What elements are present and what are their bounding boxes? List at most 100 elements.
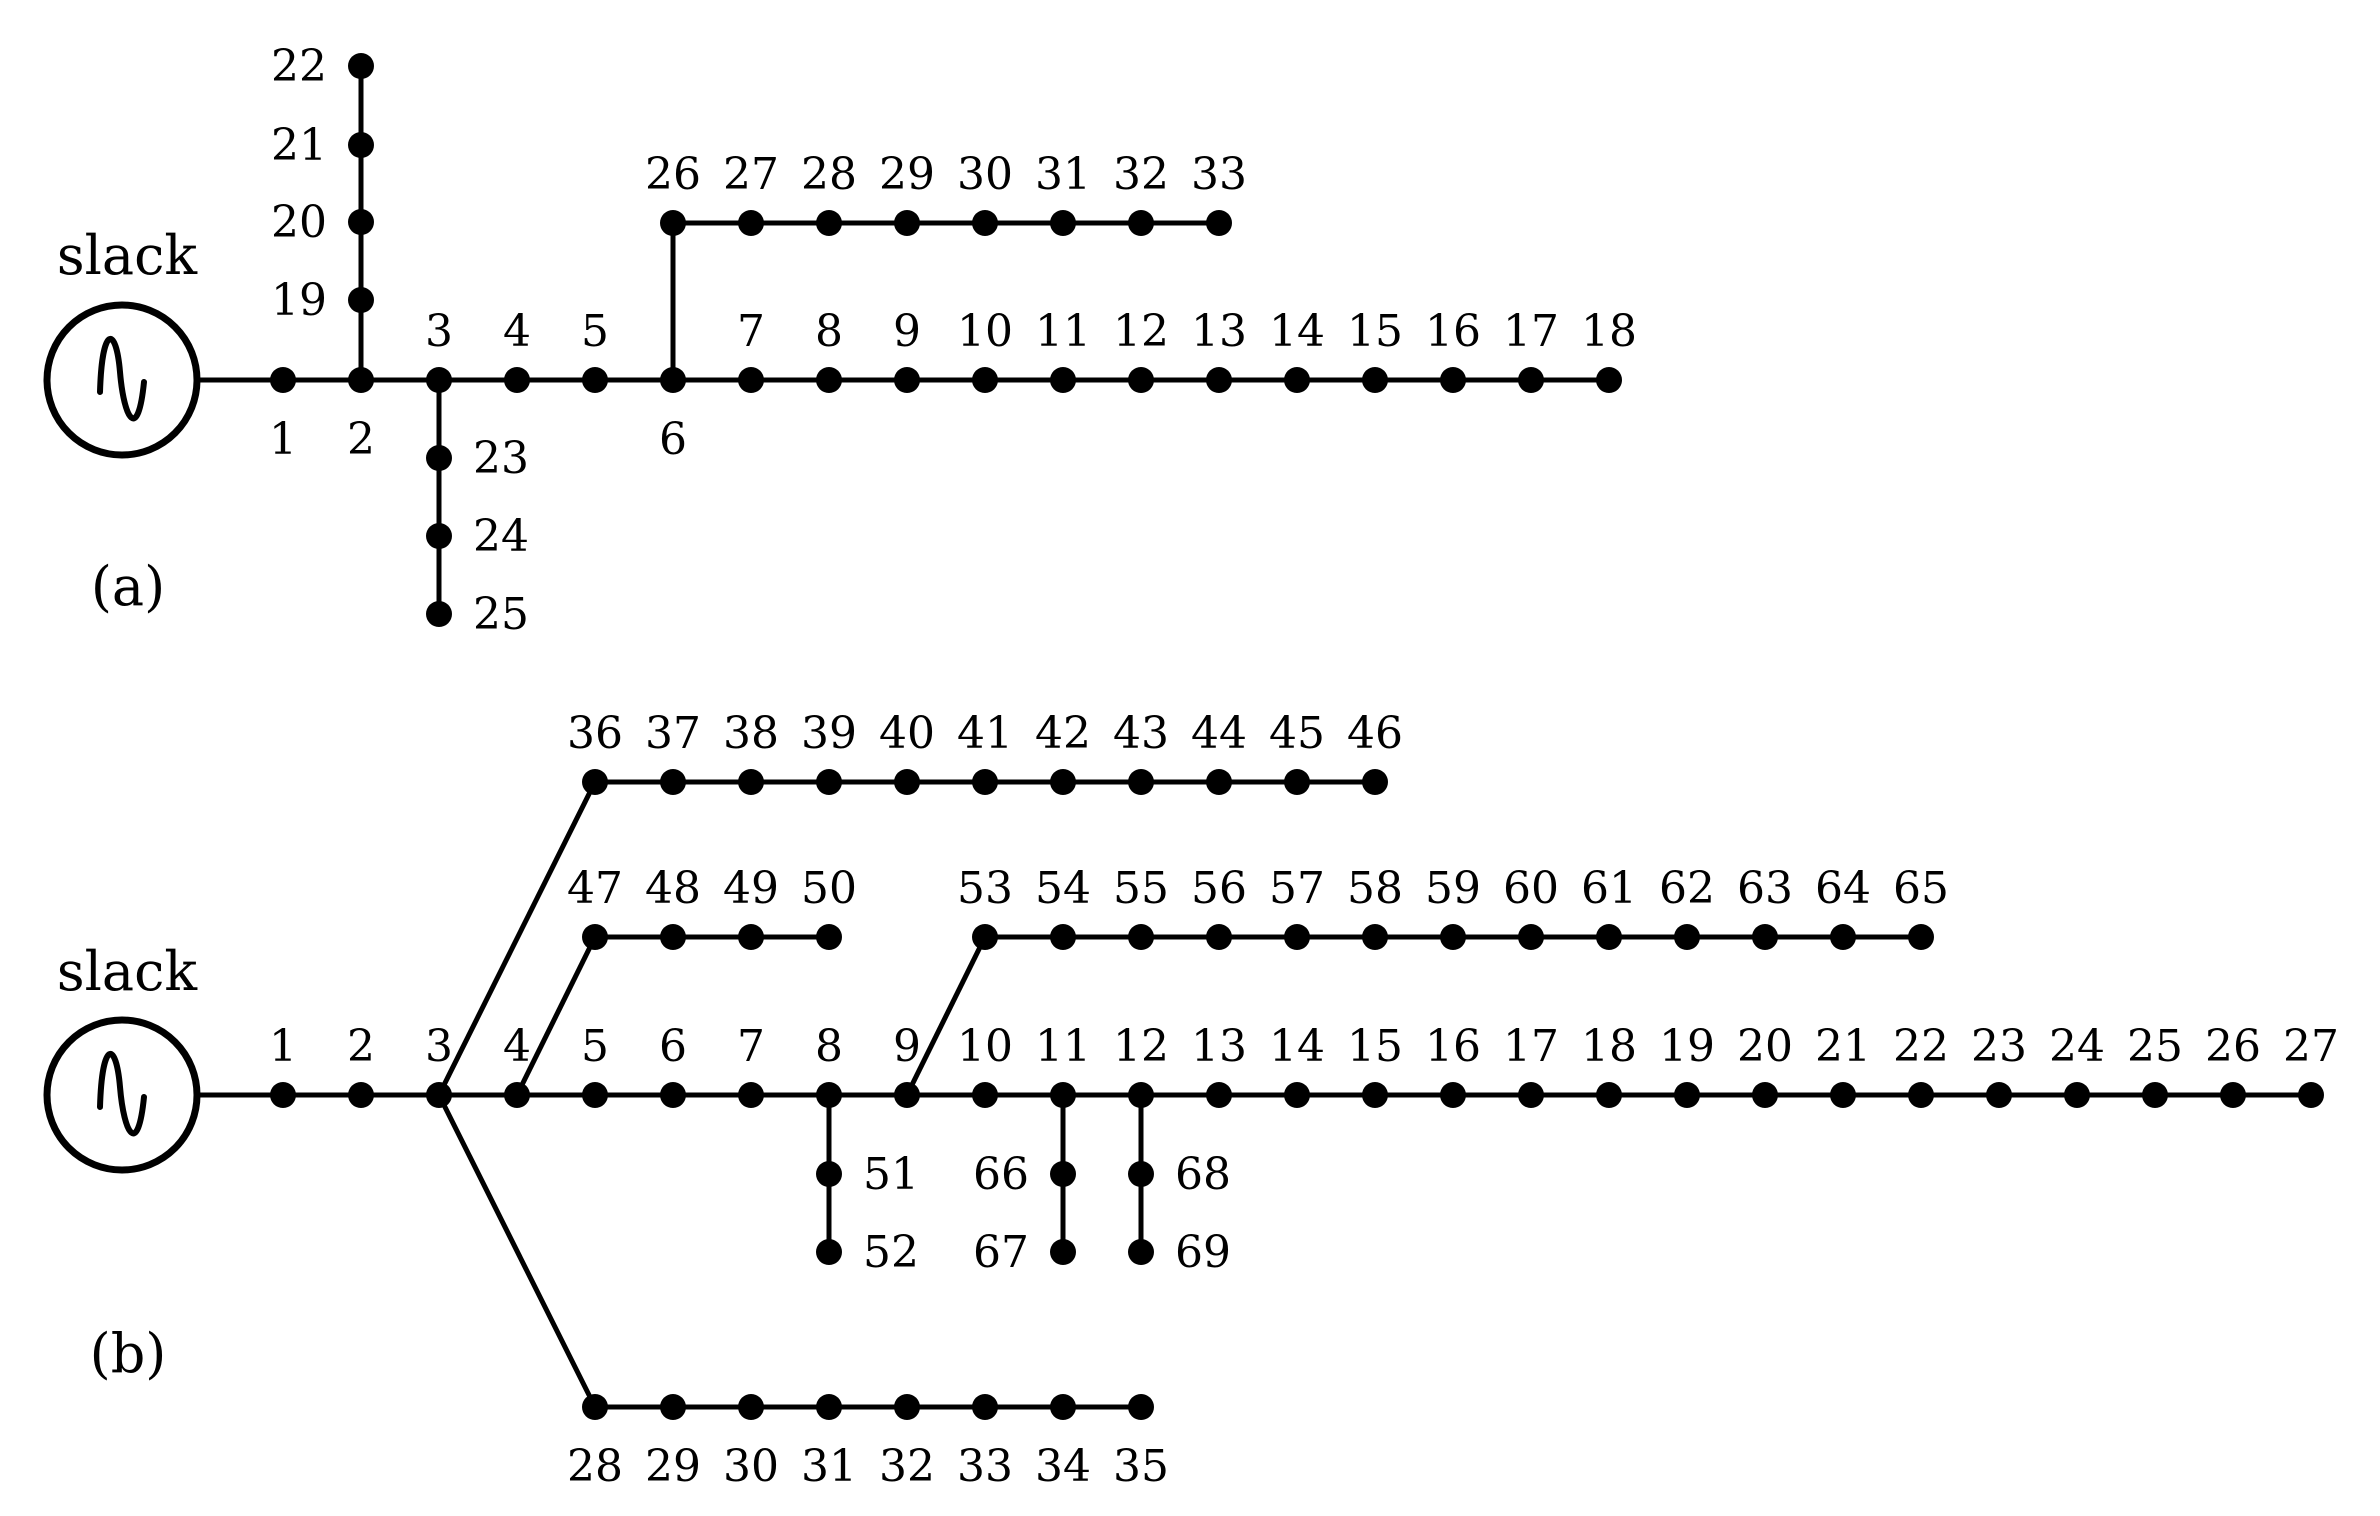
bus-label-27: 27 — [2283, 1021, 2339, 1072]
ac-source-icon — [43, 301, 201, 459]
bus-label-37: 37 — [645, 708, 701, 759]
bus-node-17 — [1518, 367, 1544, 393]
bus-label-58: 58 — [1347, 863, 1403, 914]
bus-label-9: 9 — [893, 1021, 921, 1072]
bus-label-68: 68 — [1175, 1149, 1231, 1200]
bus-label-49: 49 — [723, 863, 779, 914]
bus-node-56 — [1206, 924, 1232, 950]
bus-label-46: 46 — [1347, 708, 1403, 759]
bus-node-48 — [660, 924, 686, 950]
bus-label-19: 19 — [271, 275, 327, 326]
bus-node-67 — [1050, 1239, 1076, 1265]
bus-node-13 — [1206, 1082, 1232, 1108]
bus-label-13: 13 — [1191, 1021, 1247, 1072]
bus-node-2 — [348, 367, 374, 393]
bus-label-13: 13 — [1191, 306, 1247, 357]
bus-node-63 — [1752, 924, 1778, 950]
bus-label-24: 24 — [2049, 1021, 2105, 1072]
bus-label-15: 15 — [1347, 306, 1403, 357]
bus-label-31: 31 — [1035, 149, 1091, 200]
bus-node-54 — [1050, 924, 1076, 950]
bus-node-18 — [1596, 1082, 1622, 1108]
bus-node-32 — [1128, 210, 1154, 236]
bus-label-30: 30 — [957, 149, 1013, 200]
bus-node-44 — [1206, 769, 1232, 795]
bus-label-22: 22 — [271, 41, 327, 92]
bus-node-16 — [1440, 1082, 1466, 1108]
bus-node-12 — [1128, 367, 1154, 393]
bus-node-57 — [1284, 924, 1310, 950]
bus-label-61: 61 — [1581, 863, 1637, 914]
bus-label-21: 21 — [271, 120, 327, 171]
bus-label-67: 67 — [973, 1227, 1029, 1278]
bus-label-17: 17 — [1503, 306, 1559, 357]
bus-label-26: 26 — [645, 149, 701, 200]
slack-label: slack — [57, 940, 198, 1003]
bus-label-19: 19 — [1659, 1021, 1715, 1072]
bus-node-32 — [894, 1394, 920, 1420]
bus-node-29 — [894, 210, 920, 236]
bus-node-13 — [1206, 367, 1232, 393]
bus-label-2: 2 — [347, 414, 375, 465]
bus-node-12 — [1128, 1082, 1154, 1108]
bus-node-39 — [816, 769, 842, 795]
bus-node-5 — [582, 367, 608, 393]
panel-label: (b) — [90, 1322, 167, 1385]
bus-label-2: 2 — [347, 1021, 375, 1072]
bus-label-1: 1 — [269, 1021, 297, 1072]
bus-label-14: 14 — [1269, 306, 1325, 357]
bus-node-5 — [582, 1082, 608, 1108]
bus-node-14 — [1284, 367, 1310, 393]
bus-label-57: 57 — [1269, 863, 1325, 914]
bus-node-11 — [1050, 1082, 1076, 1108]
feeder-line-3-28 — [436, 1093, 598, 1409]
bus-node-58 — [1362, 924, 1388, 950]
bus-node-19 — [1674, 1082, 1700, 1108]
bus-node-2 — [348, 1082, 374, 1108]
bus-label-42: 42 — [1035, 708, 1091, 759]
bus-label-62: 62 — [1659, 863, 1715, 914]
feeder-line-4-47 — [514, 935, 598, 1097]
bus-node-53 — [972, 924, 998, 950]
bus-node-21 — [1830, 1082, 1856, 1108]
feeder-line-9-53 — [904, 935, 988, 1097]
bus-label-29: 29 — [645, 1441, 701, 1492]
bus-label-6: 6 — [659, 1021, 687, 1072]
bus-label-40: 40 — [879, 708, 935, 759]
bus-label-22: 22 — [1893, 1021, 1949, 1072]
bus-label-65: 65 — [1893, 863, 1949, 914]
bus-label-6: 6 — [659, 414, 687, 465]
bus-label-36: 36 — [567, 708, 623, 759]
bus-label-16: 16 — [1425, 306, 1481, 357]
bus-label-34: 34 — [1035, 1441, 1091, 1492]
bus-node-16 — [1440, 367, 1466, 393]
bus-label-26: 26 — [2205, 1021, 2261, 1072]
bus-label-4: 4 — [503, 1021, 531, 1072]
bus-label-15: 15 — [1347, 1021, 1403, 1072]
bus-label-63: 63 — [1737, 863, 1793, 914]
bus-node-6 — [660, 1082, 686, 1108]
bus-node-7 — [738, 1082, 764, 1108]
bus-node-30 — [738, 1394, 764, 1420]
bus-label-14: 14 — [1269, 1021, 1325, 1072]
bus-node-42 — [1050, 769, 1076, 795]
bus-node-55 — [1128, 924, 1154, 950]
bus-node-9 — [894, 1082, 920, 1108]
bus-node-62 — [1674, 924, 1700, 950]
bus-node-30 — [972, 210, 998, 236]
bus-label-7: 7 — [737, 306, 765, 357]
bus-node-1 — [270, 1082, 296, 1108]
bus-node-31 — [816, 1394, 842, 1420]
bus-node-20 — [1752, 1082, 1778, 1108]
bus-label-20: 20 — [1737, 1021, 1793, 1072]
bus-node-64 — [1830, 924, 1856, 950]
bus-label-10: 10 — [957, 306, 1013, 357]
bus-label-33: 33 — [957, 1441, 1013, 1492]
bus-node-24 — [426, 523, 452, 549]
bus-label-5: 5 — [581, 306, 609, 357]
bus-label-60: 60 — [1503, 863, 1559, 914]
bus-node-18 — [1596, 367, 1622, 393]
bus-label-7: 7 — [737, 1021, 765, 1072]
